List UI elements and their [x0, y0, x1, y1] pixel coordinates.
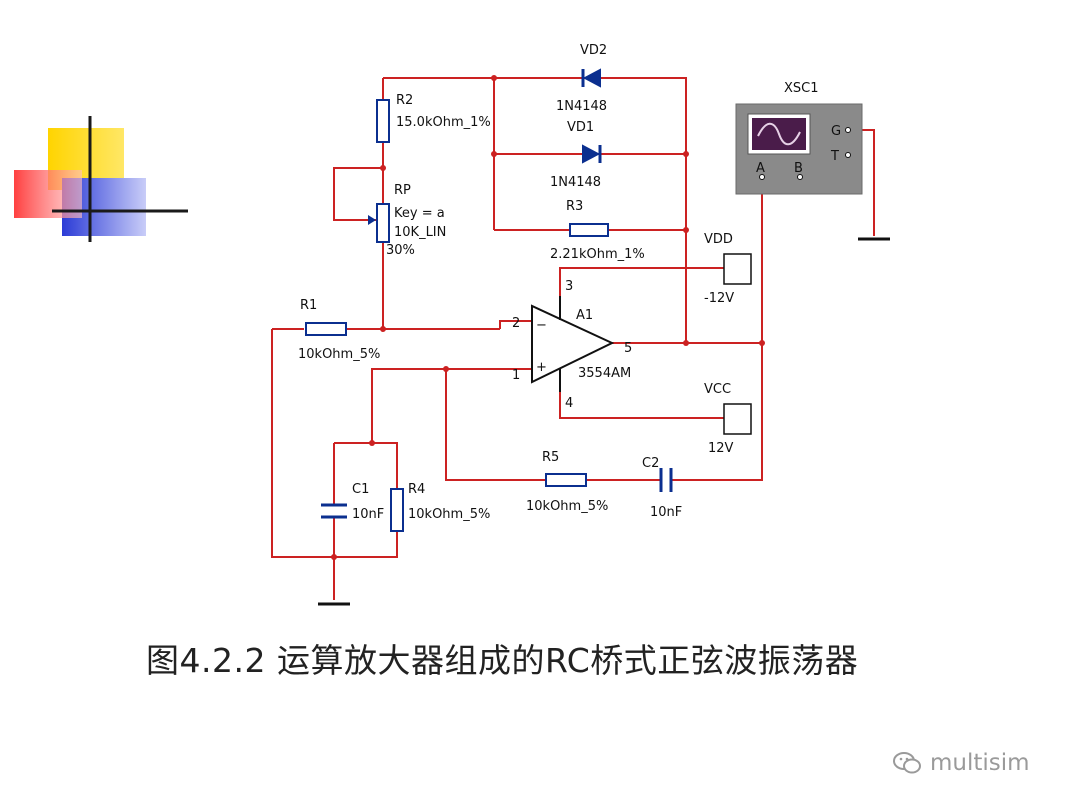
- vcc-label: VCC: [704, 382, 731, 397]
- vd2-label: VD2: [580, 43, 607, 58]
- r1-label: R1: [300, 298, 317, 313]
- diode-vd1: VD1 1N4148: [550, 120, 602, 190]
- c1-value: 10nF: [352, 507, 384, 522]
- resistor-r2: R2 15.0kOhm_1%: [376, 93, 491, 143]
- potentiometer-rp: RP Key = a 10K_LIN 30%: [368, 183, 446, 258]
- figure-caption: 图4.2.2 运算放大器组成的RC桥式正弦波振荡器: [146, 641, 859, 680]
- scope-pin-t: T: [830, 149, 839, 164]
- vd2-model: 1N4148: [556, 99, 607, 114]
- rp-label: RP: [394, 183, 411, 198]
- scope-pin-a: A: [756, 161, 765, 176]
- a1-label: A1: [576, 308, 593, 323]
- pin-4: 4: [565, 396, 573, 411]
- r2-label: R2: [396, 93, 413, 108]
- supply-vcc: VCC 12V: [704, 382, 752, 456]
- resistor-r3: R3 2.21kOhm_1%: [550, 199, 645, 262]
- sine-wave-icon: [757, 122, 801, 146]
- rp-value: 10K_LIN: [394, 225, 446, 240]
- rp-key: Key = a: [394, 206, 445, 221]
- scope-pin-g: G: [831, 124, 841, 139]
- capacitor-c1: C1 10nF: [321, 482, 384, 522]
- scope-pin-b: B: [794, 161, 803, 176]
- c2-label: C2: [642, 456, 659, 471]
- pin-1: 1: [512, 368, 520, 383]
- r5-label: R5: [542, 450, 559, 465]
- circuit-schematic: VD2 1N4148 VD1 1N4148 R2 15.0kOhm_1% RP …: [271, 43, 890, 606]
- pin-5: 5: [624, 341, 632, 356]
- r3-value: 2.21kOhm_1%: [550, 247, 645, 262]
- oscilloscope-xsc1: XSC1 A B G T: [735, 81, 863, 195]
- watermark-text: multisim: [930, 750, 1030, 776]
- r3-label: R3: [566, 199, 583, 214]
- wechat-icon: [893, 752, 921, 774]
- vcc-value: 12V: [708, 441, 734, 456]
- vdd-label: VDD: [704, 232, 733, 247]
- slide-decoration: [14, 116, 188, 242]
- c2-value: 10nF: [650, 505, 682, 520]
- c1-label: C1: [352, 482, 369, 497]
- opamp-minus-sign: −: [536, 318, 547, 333]
- vdd-value: -12V: [704, 291, 734, 306]
- watermark: multisim: [892, 750, 1030, 776]
- r1-value: 10kOhm_5%: [298, 347, 380, 362]
- vd1-label: VD1: [567, 120, 594, 135]
- rp-setting: 30%: [386, 243, 415, 258]
- junction-dots: [331, 75, 765, 560]
- a1-model: 3554AM: [578, 366, 631, 381]
- pin-3: 3: [565, 279, 573, 294]
- r2-value: 15.0kOhm_1%: [396, 115, 491, 130]
- r5-value: 10kOhm_5%: [526, 499, 608, 514]
- supply-vdd: VDD -12V: [704, 232, 752, 306]
- diode-vd2: VD2 1N4148: [556, 43, 607, 114]
- opamp-a1: − + A1 3554AM 2 1 5 3 4: [512, 279, 632, 411]
- resistor-r5: R5 10kOhm_5%: [526, 450, 608, 514]
- vd1-model: 1N4148: [550, 175, 601, 190]
- resistor-r4: R4 10kOhm_5%: [390, 482, 490, 532]
- capacitor-c2: C2 10nF: [642, 456, 682, 520]
- pin-2: 2: [512, 316, 520, 331]
- opamp-plus-sign: +: [536, 360, 547, 375]
- xsc1-label: XSC1: [784, 81, 819, 96]
- r4-value: 10kOhm_5%: [408, 507, 490, 522]
- r4-label: R4: [408, 482, 425, 497]
- resistor-r1: R1 10kOhm_5%: [298, 298, 380, 362]
